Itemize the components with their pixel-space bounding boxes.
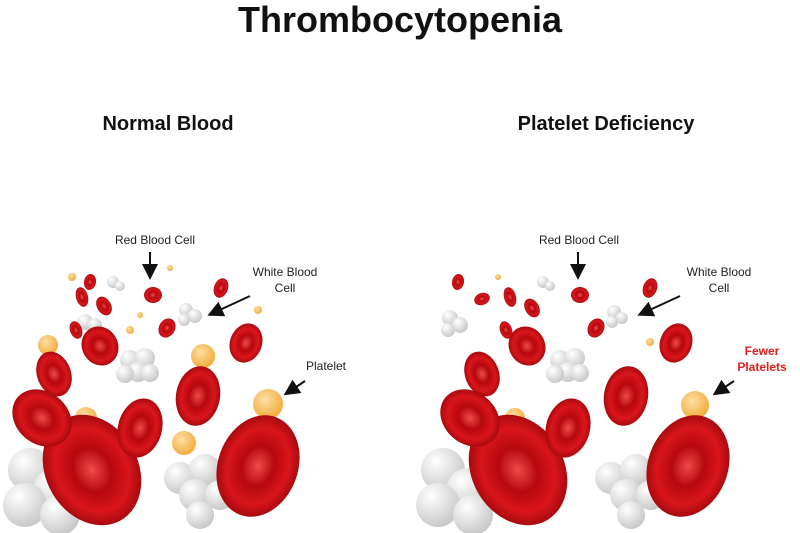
white-blood-cell-cluster <box>107 276 125 291</box>
red-blood-cell <box>75 287 89 307</box>
page-title: Thrombocytopenia <box>237 0 563 40</box>
normal-blood-cells <box>3 252 306 533</box>
platelet <box>646 338 654 346</box>
arrow-white-blood-cell <box>207 295 251 317</box>
label-white-blood-cell-normal: White Blood Cell <box>252 265 318 295</box>
red-blood-cell <box>12 389 72 447</box>
red-blood-cell <box>524 298 540 318</box>
platelet <box>495 274 501 280</box>
platelet <box>167 265 173 271</box>
platelet <box>253 389 283 419</box>
white-blood-cell-cluster <box>441 310 468 337</box>
red-blood-cell <box>216 415 300 517</box>
platelet <box>137 312 143 318</box>
red-blood-cell <box>81 326 119 366</box>
platelet <box>126 326 134 334</box>
white-blood-cell-cluster <box>164 454 235 529</box>
white-blood-cell-cluster <box>116 348 159 383</box>
platelet <box>191 344 215 368</box>
red-blood-cell <box>499 321 513 339</box>
red-blood-cell <box>571 287 589 303</box>
label-fewer-platelets: Fewer Platelets <box>737 344 787 374</box>
red-blood-cell <box>642 278 658 298</box>
white-blood-cell-cluster <box>178 303 202 326</box>
platelet <box>68 273 76 281</box>
white-blood-cell-cluster <box>606 305 628 328</box>
red-blood-cell <box>508 326 546 366</box>
platelet <box>681 391 709 419</box>
red-blood-cell <box>175 366 221 426</box>
red-blood-cell <box>468 414 568 526</box>
white-blood-cell-cluster <box>546 348 589 383</box>
label-red-blood-cell-deficiency: Red Blood Cell <box>538 233 620 247</box>
red-blood-cell <box>158 318 176 338</box>
panel-heading-normal: Normal Blood <box>102 113 234 135</box>
red-blood-cell <box>83 274 97 290</box>
red-blood-cell <box>474 292 490 306</box>
red-blood-cell <box>440 389 500 447</box>
arrow-platelet <box>283 379 306 396</box>
red-blood-cell <box>42 414 142 526</box>
label-platelet-normal: Platelet <box>305 359 347 373</box>
white-blood-cell-cluster <box>537 276 555 291</box>
red-blood-cell <box>545 398 591 458</box>
red-blood-cell <box>117 398 163 458</box>
red-blood-cell <box>464 351 500 397</box>
red-blood-cell <box>144 287 162 303</box>
label-red-blood-cell-normal: Red Blood Cell <box>114 233 196 247</box>
platelet-deficiency-cells <box>416 252 735 533</box>
platelet <box>38 335 58 355</box>
red-blood-cell <box>229 323 263 363</box>
platelet <box>254 306 262 314</box>
label-white-blood-cell-deficiency: White Blood Cell <box>686 265 752 295</box>
red-blood-cell <box>503 287 517 307</box>
red-blood-cell <box>587 318 605 338</box>
red-blood-cell <box>451 274 465 290</box>
red-blood-cell <box>646 415 730 517</box>
red-blood-cell <box>36 351 72 397</box>
panel-heading-deficiency: Platelet Deficiency <box>517 113 695 135</box>
red-blood-cell <box>69 321 83 339</box>
red-blood-cell <box>96 296 112 316</box>
red-blood-cell <box>213 278 229 298</box>
platelet <box>172 431 196 455</box>
red-blood-cell <box>659 323 693 363</box>
arrow-fewer-platelets <box>712 379 735 396</box>
arrow-white-blood-cell <box>637 295 681 317</box>
red-blood-cell <box>603 366 649 426</box>
